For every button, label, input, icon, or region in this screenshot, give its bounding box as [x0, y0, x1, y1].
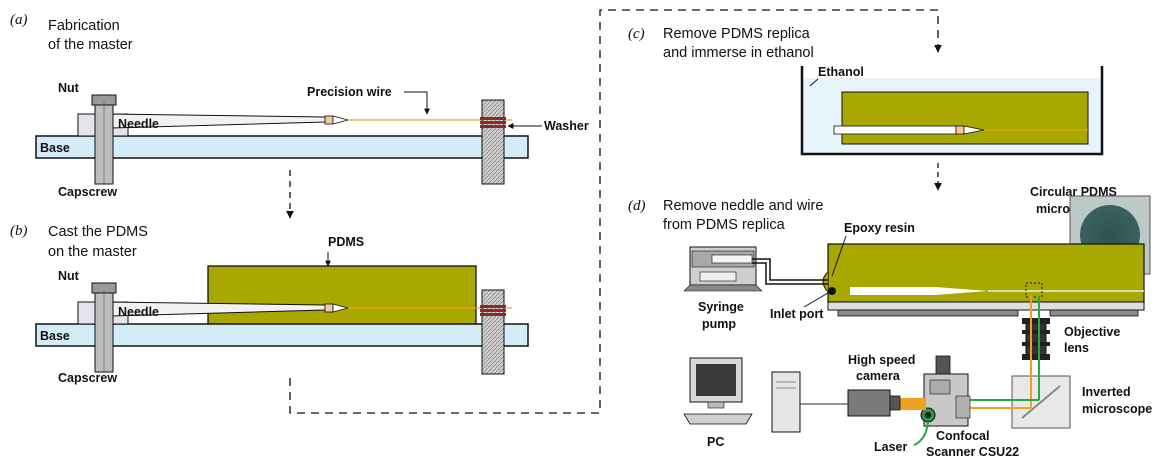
epoxy-leader [831, 235, 847, 277]
nut-label-a: Nut [58, 81, 80, 95]
laser-label: Laser [874, 440, 907, 454]
camera-label-line1: High speed [848, 353, 915, 367]
base-bar-a [35, 135, 529, 159]
ethanol-container [800, 66, 1104, 156]
precision-wire-label: Precision wire [307, 85, 392, 99]
needle-label-a: Needle [118, 117, 159, 131]
objective-label-line2: lens [1064, 341, 1089, 355]
needle-label-b: Needle [118, 305, 159, 319]
panel-c-title-line2: and immerse in ethanol [663, 45, 814, 61]
objective-label-line1: Objective [1064, 325, 1120, 339]
panel-c-title-line1: Remove PDMS replica [663, 26, 811, 42]
panel-c: (c) Remove PDMS replica and immerse in e… [628, 26, 1104, 191]
nut-label-b: Nut [58, 269, 80, 283]
step-arrow-b-c [289, 9, 942, 414]
inlet-label: Inlet port [770, 307, 824, 321]
confocal-label-line1: Confocal [936, 429, 989, 443]
pc-tower [771, 371, 801, 433]
panel-c-tag: (c) [628, 26, 645, 42]
precision-wire-arrow [404, 91, 430, 115]
right-screw-b [481, 289, 505, 375]
base-label-a: Base [40, 141, 70, 155]
right-screw-a [481, 99, 505, 185]
pc-screen [696, 364, 736, 396]
channel-cavity [850, 287, 988, 295]
needle-point-a [332, 115, 350, 125]
syringe-label-line2: pump [702, 317, 736, 331]
syringe-label-line1: Syringe [698, 300, 744, 314]
tubing-top [752, 258, 828, 281]
tubing-bottom [752, 262, 828, 285]
panel-b: (b) Cast the PDMS on the master PDMS Bas… [10, 223, 529, 385]
base-label-b: Base [40, 329, 70, 343]
stage-left [837, 309, 1019, 317]
pdms-replica-c [841, 91, 1089, 145]
panel-d-tag: (d) [628, 198, 646, 214]
pc-label: PC [707, 435, 724, 449]
capscrew-label-a: Capscrew [58, 185, 117, 199]
washer-label: Washer [544, 119, 589, 133]
confocal-scanner [920, 355, 971, 427]
capscrew-label-b: Capscrew [58, 371, 117, 385]
needle-tip-a [324, 115, 334, 125]
inverted-label-line2: microscope [1082, 402, 1152, 416]
viewing-region [1025, 282, 1043, 298]
panel-a: (a) Fabrication of the master Base Needl… [10, 12, 589, 219]
base-bar-b [35, 323, 529, 347]
panel-a-title-line1: Fabrication [48, 18, 120, 34]
inverted-label-line1: Inverted [1082, 385, 1131, 399]
camera-beam [900, 398, 926, 410]
panel-b-title-line1: Cast the PDMS [48, 224, 148, 240]
panel-d: (d) Remove neddle and wire from PDMS rep… [628, 185, 1152, 459]
laser-fiber [913, 421, 929, 446]
pdms-label: PDMS [328, 235, 364, 249]
panel-b-tag: (b) [10, 223, 28, 239]
panel-b-title-line2: on the master [48, 244, 137, 260]
glass-slide [827, 301, 1145, 311]
epoxy-label: Epoxy resin [844, 221, 915, 235]
panel-a-tag: (a) [10, 12, 28, 28]
high-speed-camera [847, 389, 901, 417]
camera-label-line2: camera [856, 369, 901, 383]
panel-a-title-line2: of the master [48, 37, 133, 53]
stage-right [1049, 309, 1139, 317]
objective-lens [1022, 318, 1050, 360]
inlet-port-dot [828, 287, 836, 295]
pc-keyboard [683, 413, 753, 425]
washer-a [480, 117, 506, 120]
pc-workstation [683, 357, 801, 433]
panel-d-title-line1: Remove neddle and wire [663, 198, 823, 214]
needle-c [833, 125, 957, 135]
confocal-label-line2: Scanner CSU22 [926, 445, 1019, 459]
ethanol-label: Ethanol [818, 65, 864, 79]
dichroic-mirror [1021, 385, 1061, 419]
syringe-pump [683, 246, 763, 292]
panel-d-title-line2: from PDMS replica [663, 217, 786, 233]
inlet-leader [803, 292, 829, 308]
